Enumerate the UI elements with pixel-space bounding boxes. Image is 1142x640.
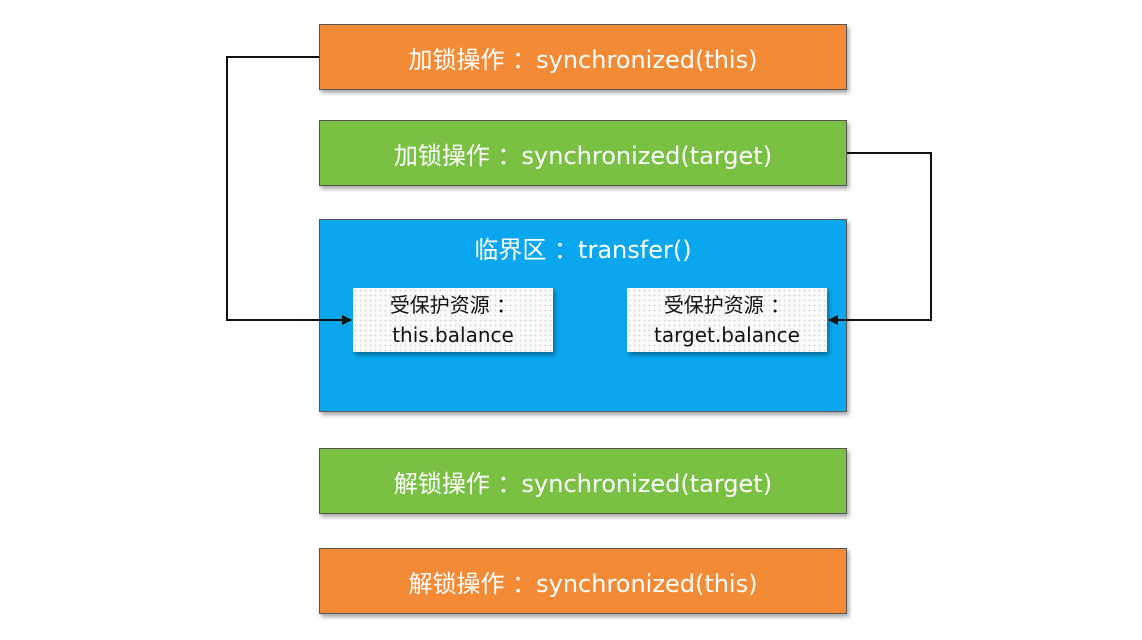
resource-this-name: this.balance (392, 323, 514, 347)
resource-this-balance: 受保护资源 ： this.balance (353, 288, 553, 352)
resource-this-title: 受保护资源 ： (389, 293, 517, 317)
unlock-target-box: 解锁操作 ：synchronized(target) (319, 448, 847, 514)
resource-target-balance: 受保护资源 ： target.balance (627, 288, 827, 352)
lock-target-box: 加锁操作 ：synchronized(target) (319, 120, 847, 186)
resource-target-title: 受保护资源 ： (663, 293, 791, 317)
unlock-target-label: 解锁操作 ：synchronized(target) (393, 469, 773, 498)
unlock-this-box: 解锁操作 ：synchronized(this) (319, 548, 847, 614)
lock-this-box: 加锁操作 ：synchronized(this) (319, 24, 847, 90)
resource-target-name: target.balance (654, 323, 800, 347)
lock-this-label: 加锁操作 ：synchronized(this) (408, 45, 758, 74)
unlock-this-label: 解锁操作 ：synchronized(this) (408, 569, 758, 598)
lock-target-label: 加锁操作 ：synchronized(target) (393, 141, 773, 170)
critical-section-label: 临界区 ：transfer() (474, 236, 692, 264)
